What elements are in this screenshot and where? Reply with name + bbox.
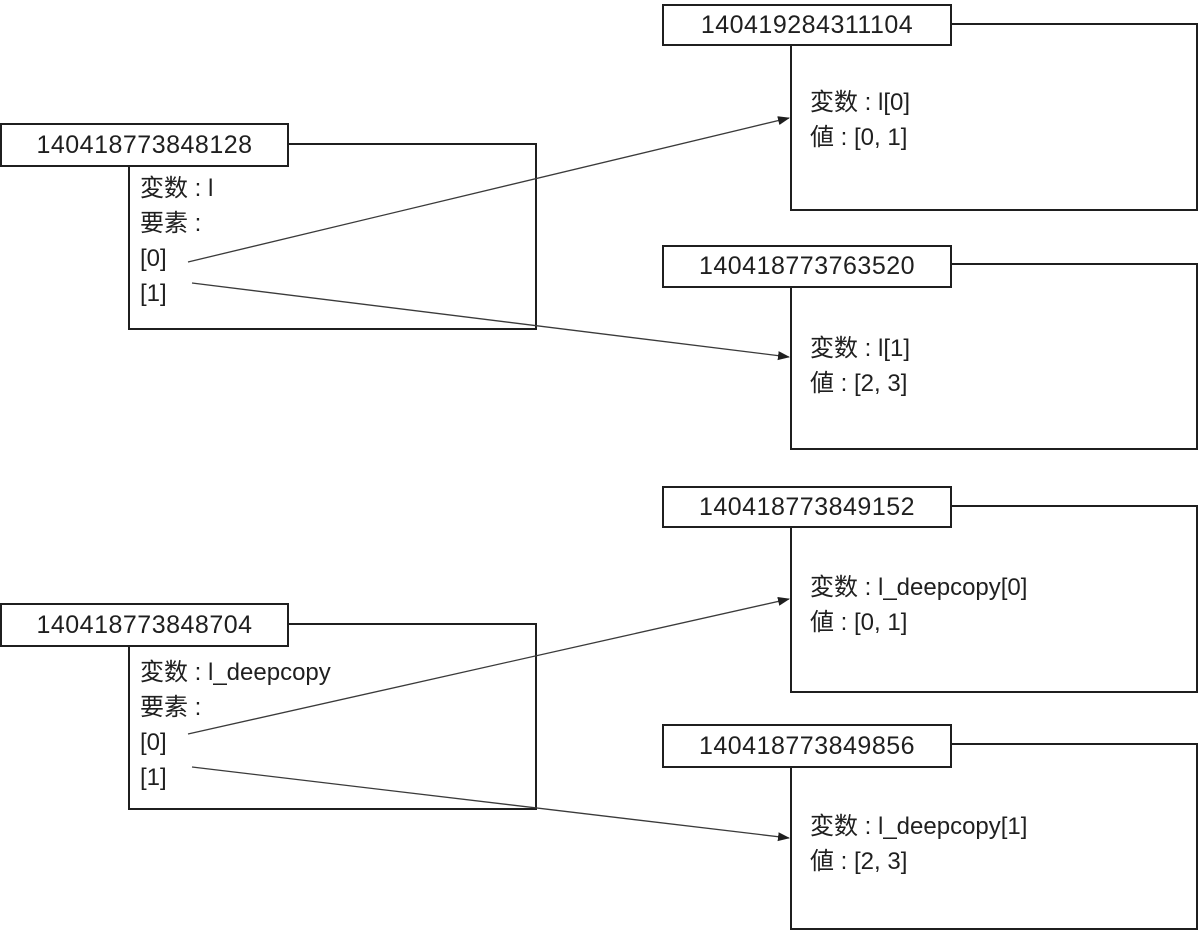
object-text-line: 値 : [2, 3] <box>810 370 908 397</box>
object-text-ldeepcopy: 変数 : l_deepcopy 要素 : [0] [1] <box>140 655 331 795</box>
object-text-line: [1] <box>140 764 167 791</box>
object-id-label: 140419284311104 <box>700 10 914 39</box>
object-id-box-ldeepcopy: 140418773848704 <box>0 603 289 647</box>
object-text-line: 値 : [0, 1] <box>810 124 908 151</box>
object-body-box-l1: 変数 : l[1] 値 : [2, 3] <box>790 263 1198 450</box>
object-text-line: [1] <box>140 280 167 307</box>
object-text-line: 変数 : l[0] <box>810 89 911 116</box>
object-text-line: 値 : [2, 3] <box>810 848 908 875</box>
object-id-label: 140418773849856 <box>698 731 916 760</box>
object-text-l1: 変数 : l[1] 値 : [2, 3] <box>810 331 910 401</box>
object-id-box-ldeepcopy1: 140418773849856 <box>662 724 952 768</box>
object-id-label: 140418773849152 <box>698 492 916 521</box>
object-id-box-l1: 140418773763520 <box>662 245 952 288</box>
object-id-label: 140418773848704 <box>36 610 253 639</box>
object-body-box-l0: 変数 : l[0] 値 : [0, 1] <box>790 23 1198 211</box>
object-text-l: 変数 : l 要素 : [0] [1] <box>140 171 213 311</box>
object-text-ldeepcopy1: 変数 : l_deepcopy[1] 値 : [2, 3] <box>810 809 1027 879</box>
object-body-box-ldeepcopy0: 変数 : l_deepcopy[0] 値 : [0, 1] <box>790 505 1198 693</box>
object-text-line: 変数 : l_deepcopy <box>140 659 331 686</box>
object-text-line: 要素 : <box>140 210 202 237</box>
object-body-box-l: 変数 : l 要素 : [0] [1] <box>128 143 537 330</box>
object-text-line: 要素 : <box>140 694 202 721</box>
object-text-line: [0] <box>140 245 167 272</box>
object-id-box-ldeepcopy0: 140418773849152 <box>662 486 952 528</box>
object-id-box-l0: 140419284311104 <box>662 4 952 46</box>
object-id-label: 140418773848128 <box>36 130 253 159</box>
object-text-ldeepcopy0: 変数 : l_deepcopy[0] 値 : [0, 1] <box>810 570 1027 640</box>
object-text-line: 値 : [0, 1] <box>810 609 908 636</box>
object-body-box-ldeepcopy1: 変数 : l_deepcopy[1] 値 : [2, 3] <box>790 743 1198 930</box>
object-id-label: 140418773763520 <box>698 252 916 280</box>
object-text-line: 変数 : l <box>140 175 214 202</box>
object-text-line: 変数 : l_deepcopy[0] <box>810 574 1028 601</box>
object-text-line: 変数 : l_deepcopy[1] <box>810 813 1028 840</box>
object-text-line: [0] <box>140 729 167 756</box>
object-id-box-l: 140418773848128 <box>0 123 289 167</box>
object-body-box-ldeepcopy: 変数 : l_deepcopy 要素 : [0] [1] <box>128 623 537 810</box>
object-text-line: 変数 : l[1] <box>810 335 911 362</box>
object-text-l0: 変数 : l[0] 値 : [0, 1] <box>810 85 910 155</box>
